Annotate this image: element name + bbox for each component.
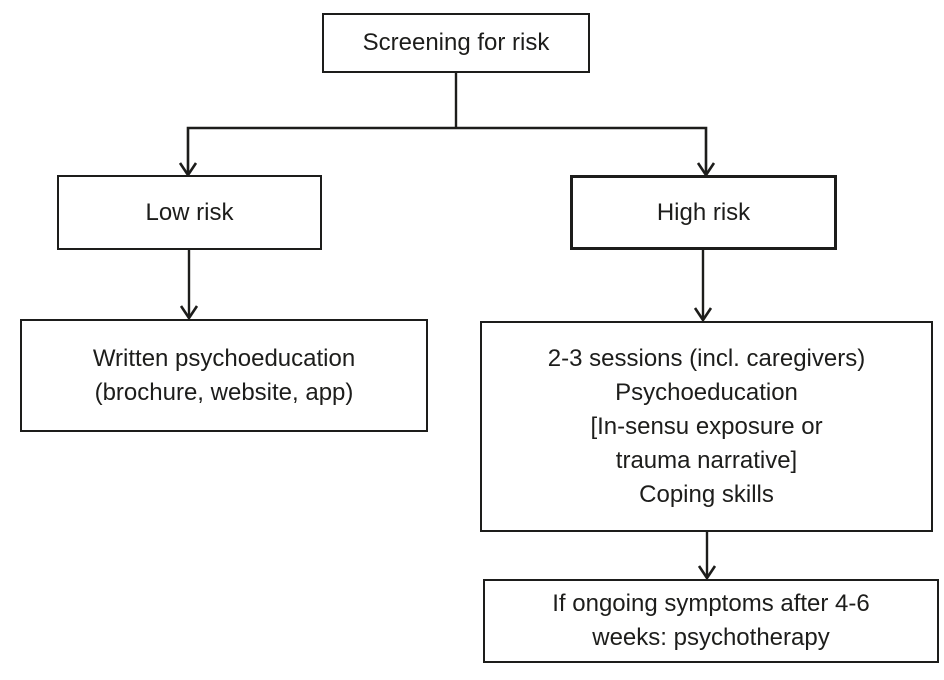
node-high-risk-intervention-label: 2-3 sessions (incl. caregivers) Psychoed… xyxy=(547,344,866,508)
node-high-risk: High risk xyxy=(570,175,837,250)
arrowhead-sessions xyxy=(693,307,713,323)
node-written-psychoeducation: Written psychoeducation (brochure, websi… xyxy=(20,319,428,432)
edge-branch-line xyxy=(186,126,708,174)
node-written-psychoeducation-label: Written psychoeducation (brochure, websi… xyxy=(92,344,356,406)
node-high-risk-intervention: 2-3 sessions (incl. caregivers) Psychoed… xyxy=(480,321,933,532)
node-screening-for-risk: Screening for risk xyxy=(322,13,590,73)
node-low-risk: Low risk xyxy=(57,175,322,250)
node-high-risk-label: High risk xyxy=(656,198,751,226)
arrowhead-written xyxy=(179,305,199,321)
arrowhead-followup xyxy=(697,565,717,581)
node-screening-label: Screening for risk xyxy=(362,29,550,56)
node-low-risk-label: Low risk xyxy=(145,198,234,226)
node-ongoing-symptoms-followup: If ongoing symptoms after 4-6 weeks: psy… xyxy=(483,579,939,663)
node-ongoing-symptoms-followup-label: If ongoing symptoms after 4-6 weeks: psy… xyxy=(552,590,870,651)
